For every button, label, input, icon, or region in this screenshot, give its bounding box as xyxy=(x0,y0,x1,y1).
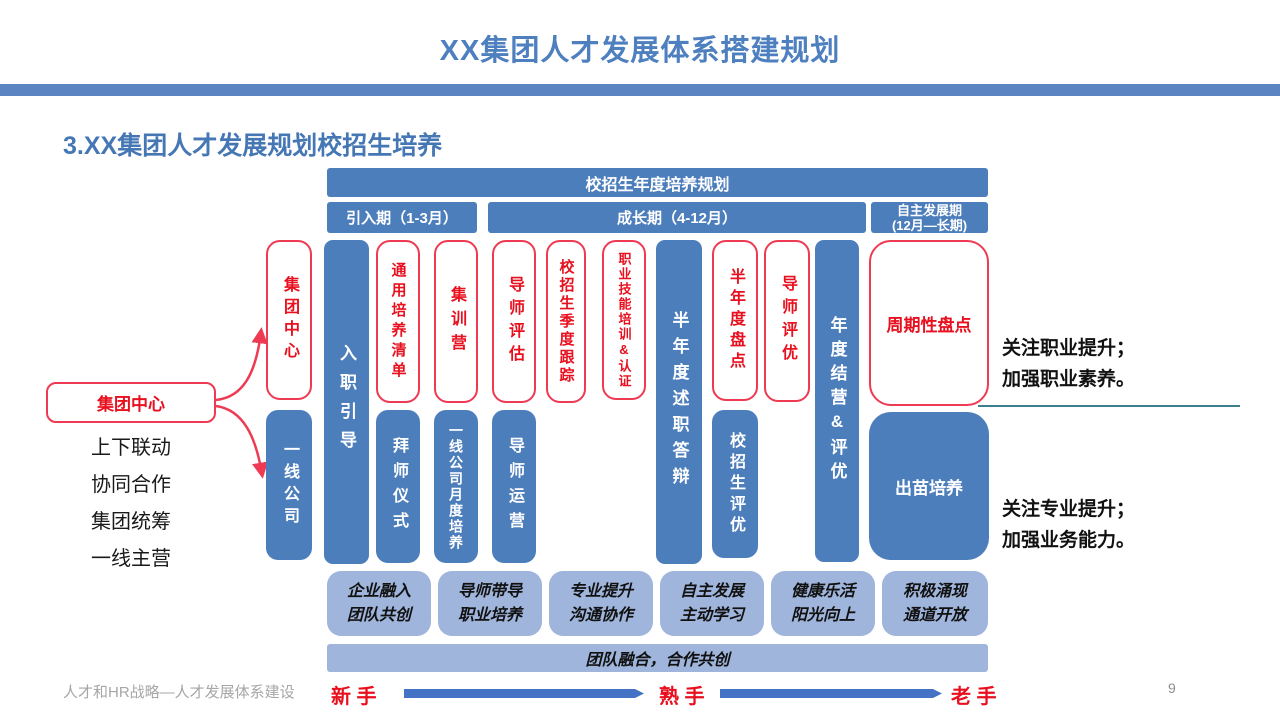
culture-box-6: 积极涌现 通道开放 xyxy=(882,571,988,636)
culture-box-6-line2: 通道开放 xyxy=(902,606,967,624)
culture-box-2-line2: 职业培养 xyxy=(457,606,522,624)
principle-4: 一线主营 xyxy=(91,548,171,570)
hub-group-center-box: 集团中心 xyxy=(46,382,216,423)
culture-box-3: 专业提升 沟通协作 xyxy=(549,571,653,636)
principle-2: 协同合作 xyxy=(91,474,171,496)
track-annual-closing-award: 年度结营&评优 xyxy=(815,240,859,562)
culture-box-4: 自主发展 主动学习 xyxy=(660,571,764,636)
culture-box-5-line2: 阳光向上 xyxy=(790,606,855,624)
stage-veteran: 老 手 xyxy=(951,686,997,708)
principle-3: 集团统筹 xyxy=(91,511,171,533)
progress-arrow-1 xyxy=(404,689,644,698)
arrow-to-frontline xyxy=(215,404,269,479)
annotation-profession-line1: 关注专业提升； xyxy=(1002,499,1136,520)
culture-box-5-line1: 健康乐活 xyxy=(790,582,855,600)
culture-box-1-line2: 团队共创 xyxy=(346,606,411,624)
separator-line xyxy=(978,405,1240,407)
culture-box-5: 健康乐活 阳光向上 xyxy=(771,571,875,636)
phase-self-development-line1: 自主发展期 xyxy=(896,202,962,218)
culture-box-1-line1: 企业融入 xyxy=(346,582,411,600)
arrow-to-group-center xyxy=(215,327,268,402)
annotation-career-line2: 加强职业素养。 xyxy=(1002,369,1136,390)
culture-box-1: 企业融入 团队共创 xyxy=(327,571,431,636)
annotation-career-line1: 关注职业提升； xyxy=(1002,338,1136,359)
slide-title: XX集团人才发展体系搭建规划 xyxy=(439,35,841,67)
team-fusion-bar: 团队融合，合作共创 xyxy=(327,644,988,672)
track-recruit-award: 校招生评优 xyxy=(712,410,758,558)
track-midyear-review: 半年度盘点 xyxy=(712,240,758,401)
progress-arrow-2 xyxy=(720,689,942,698)
header-divider-bar xyxy=(0,84,1280,96)
track-general-training-list: 通用培养清单 xyxy=(376,240,420,403)
section-title: 3.XX集团人才发展规划校招生培养 xyxy=(63,132,443,160)
track-bootcamp: 集训营 xyxy=(434,240,478,403)
culture-box-3-line1: 专业提升 xyxy=(568,582,633,600)
track-skill-training-cert: 职业技能培训&认证 xyxy=(602,240,646,400)
annotation-profession: 关注专业提升； 加强业务能力。 xyxy=(1002,494,1135,556)
branch-group-center: 集团中心 xyxy=(266,240,312,400)
stage-novice: 新 手 xyxy=(331,686,377,708)
track-midyear-defense: 半年度述职答辩 xyxy=(656,240,702,564)
banner-annual-plan: 校招生年度培养规划 xyxy=(327,168,988,197)
track-mentor-operation: 导师运营 xyxy=(492,410,536,563)
phase-self-development: 自主发展期 (12月—长期) xyxy=(871,202,988,233)
branch-frontline: 一线公司 xyxy=(266,410,312,560)
track-frontline-monthly-training: 一线公司月度培养 xyxy=(434,410,478,563)
track-mentor-ceremony: 拜师仪式 xyxy=(376,410,420,563)
track-onboarding: 入职引导 xyxy=(324,240,369,564)
culture-box-3-line2: 沟通协作 xyxy=(568,606,633,624)
annotation-profession-line2: 加强业务能力。 xyxy=(1002,530,1136,551)
culture-box-2: 导师带导 职业培养 xyxy=(438,571,542,636)
phase-self-development-line2: (12月—长期) xyxy=(891,217,968,233)
culture-box-4-line1: 自主发展 xyxy=(679,582,744,600)
phase-intro: 引入期（1-3月） xyxy=(327,202,477,233)
culture-box-6-line1: 积极涌现 xyxy=(902,582,967,600)
track-periodic-review: 周期性盘点 xyxy=(869,240,989,406)
track-seedling-training: 出苗培养 xyxy=(869,412,989,560)
track-mentor-award: 导师评优 xyxy=(764,240,810,402)
page-number: 9 xyxy=(1168,680,1176,696)
culture-box-4-line2: 主动学习 xyxy=(679,606,744,624)
annotation-career: 关注职业提升； 加强职业素养。 xyxy=(1002,333,1135,395)
footer-text: 人才和HR战略—人才发展体系建设 xyxy=(63,684,295,701)
track-quarterly-tracking: 校招生季度跟踪 xyxy=(546,240,586,403)
track-mentor-evaluation: 导师评估 xyxy=(492,240,536,403)
stage-skilled: 熟 手 xyxy=(659,686,705,708)
culture-box-2-line1: 导师带导 xyxy=(457,582,522,600)
phase-growth: 成长期（4-12月） xyxy=(488,202,866,233)
principle-1: 上下联动 xyxy=(91,437,171,459)
